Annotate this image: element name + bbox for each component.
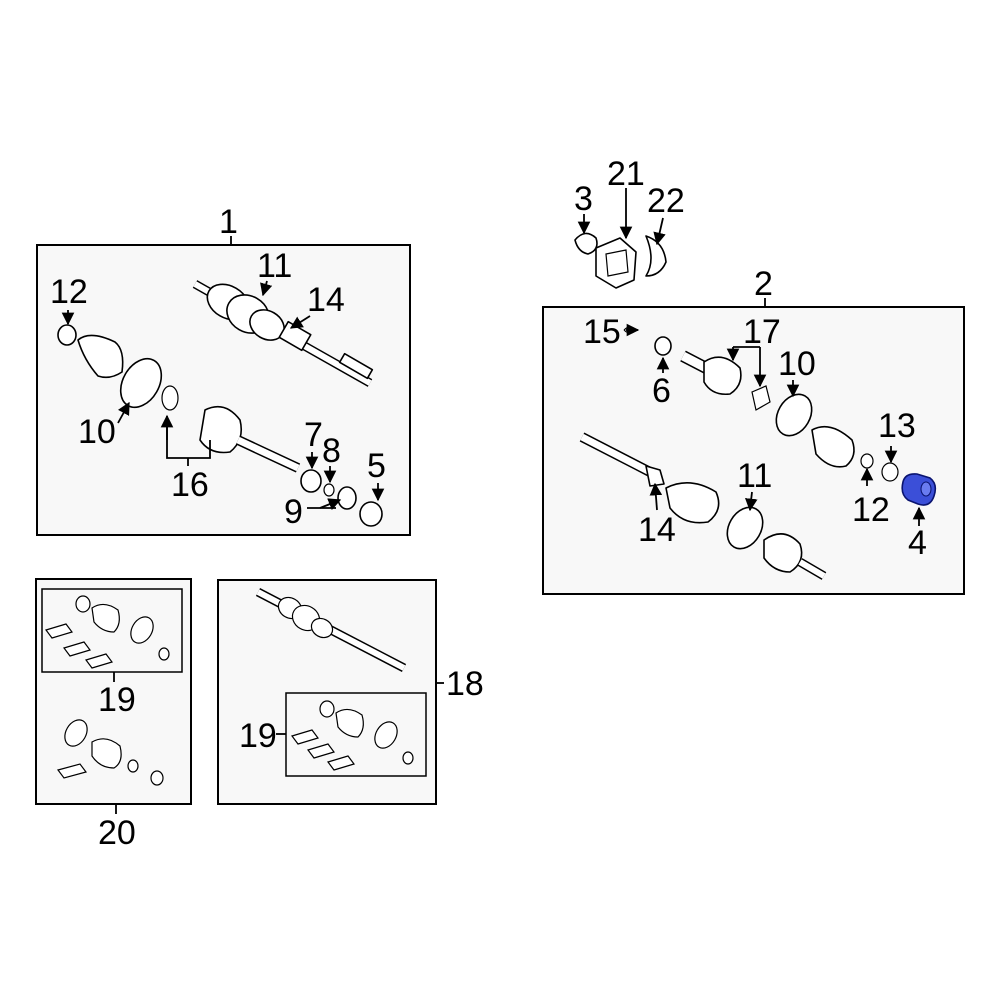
callout-5[interactable]: 5 (367, 447, 386, 485)
outer-drive-shaft (579, 432, 827, 580)
small-hardware (300, 469, 383, 527)
callout-1[interactable]: 1 (219, 203, 238, 241)
callout-11-right[interactable]: 11 (737, 457, 772, 495)
bearing-bracket-group: 3 21 22 (574, 155, 685, 289)
inner-joint-housing (623, 326, 771, 411)
callout-8[interactable]: 8 (322, 432, 341, 470)
callout-14-left[interactable]: 14 (307, 281, 345, 319)
callout-6[interactable]: 6 (652, 372, 671, 410)
assembly-18-group: 19 18 (217, 579, 484, 805)
inner-boot-right (811, 425, 855, 468)
boot-kit-left (57, 324, 179, 411)
upper-drive-shaft (192, 280, 374, 387)
assembly-1-group: 1 (36, 203, 411, 536)
callout-10-left[interactable]: 10 (78, 413, 116, 451)
kit-19-parts-left (45, 595, 170, 669)
callout-17[interactable]: 17 (743, 313, 781, 351)
callout-12-left[interactable]: 12 (50, 273, 88, 311)
callout-11-left[interactable]: 11 (257, 247, 292, 285)
callout-19-right[interactable]: 19 (239, 717, 277, 755)
assembly-20-group: 19 20 (35, 578, 192, 852)
callout-9[interactable]: 9 (284, 493, 303, 531)
callout-19-left[interactable]: 19 (98, 681, 136, 719)
callout-3[interactable]: 3 (574, 180, 593, 218)
callout-15[interactable]: 15 (583, 313, 621, 351)
callout-20[interactable]: 20 (98, 814, 136, 852)
callout-21[interactable]: 21 (607, 155, 645, 193)
callout-22[interactable]: 22 (647, 182, 685, 220)
callout-12-right[interactable]: 12 (852, 491, 890, 529)
assembly-2-group: 2 (542, 265, 965, 595)
callout-2[interactable]: 2 (754, 265, 773, 303)
callout-7[interactable]: 7 (304, 416, 323, 454)
kit-20-parts (56, 719, 164, 786)
callout-18[interactable]: 18 (446, 665, 484, 703)
callout-14-right[interactable]: 14 (638, 511, 676, 549)
callout-13[interactable]: 13 (878, 407, 916, 445)
kit-19-parts-right (291, 700, 414, 771)
callout-16[interactable]: 16 (171, 466, 209, 504)
callout-4[interactable]: 4 (908, 524, 927, 562)
callout-10-right[interactable]: 10 (778, 345, 816, 383)
assembly-18-shaft (255, 588, 407, 672)
